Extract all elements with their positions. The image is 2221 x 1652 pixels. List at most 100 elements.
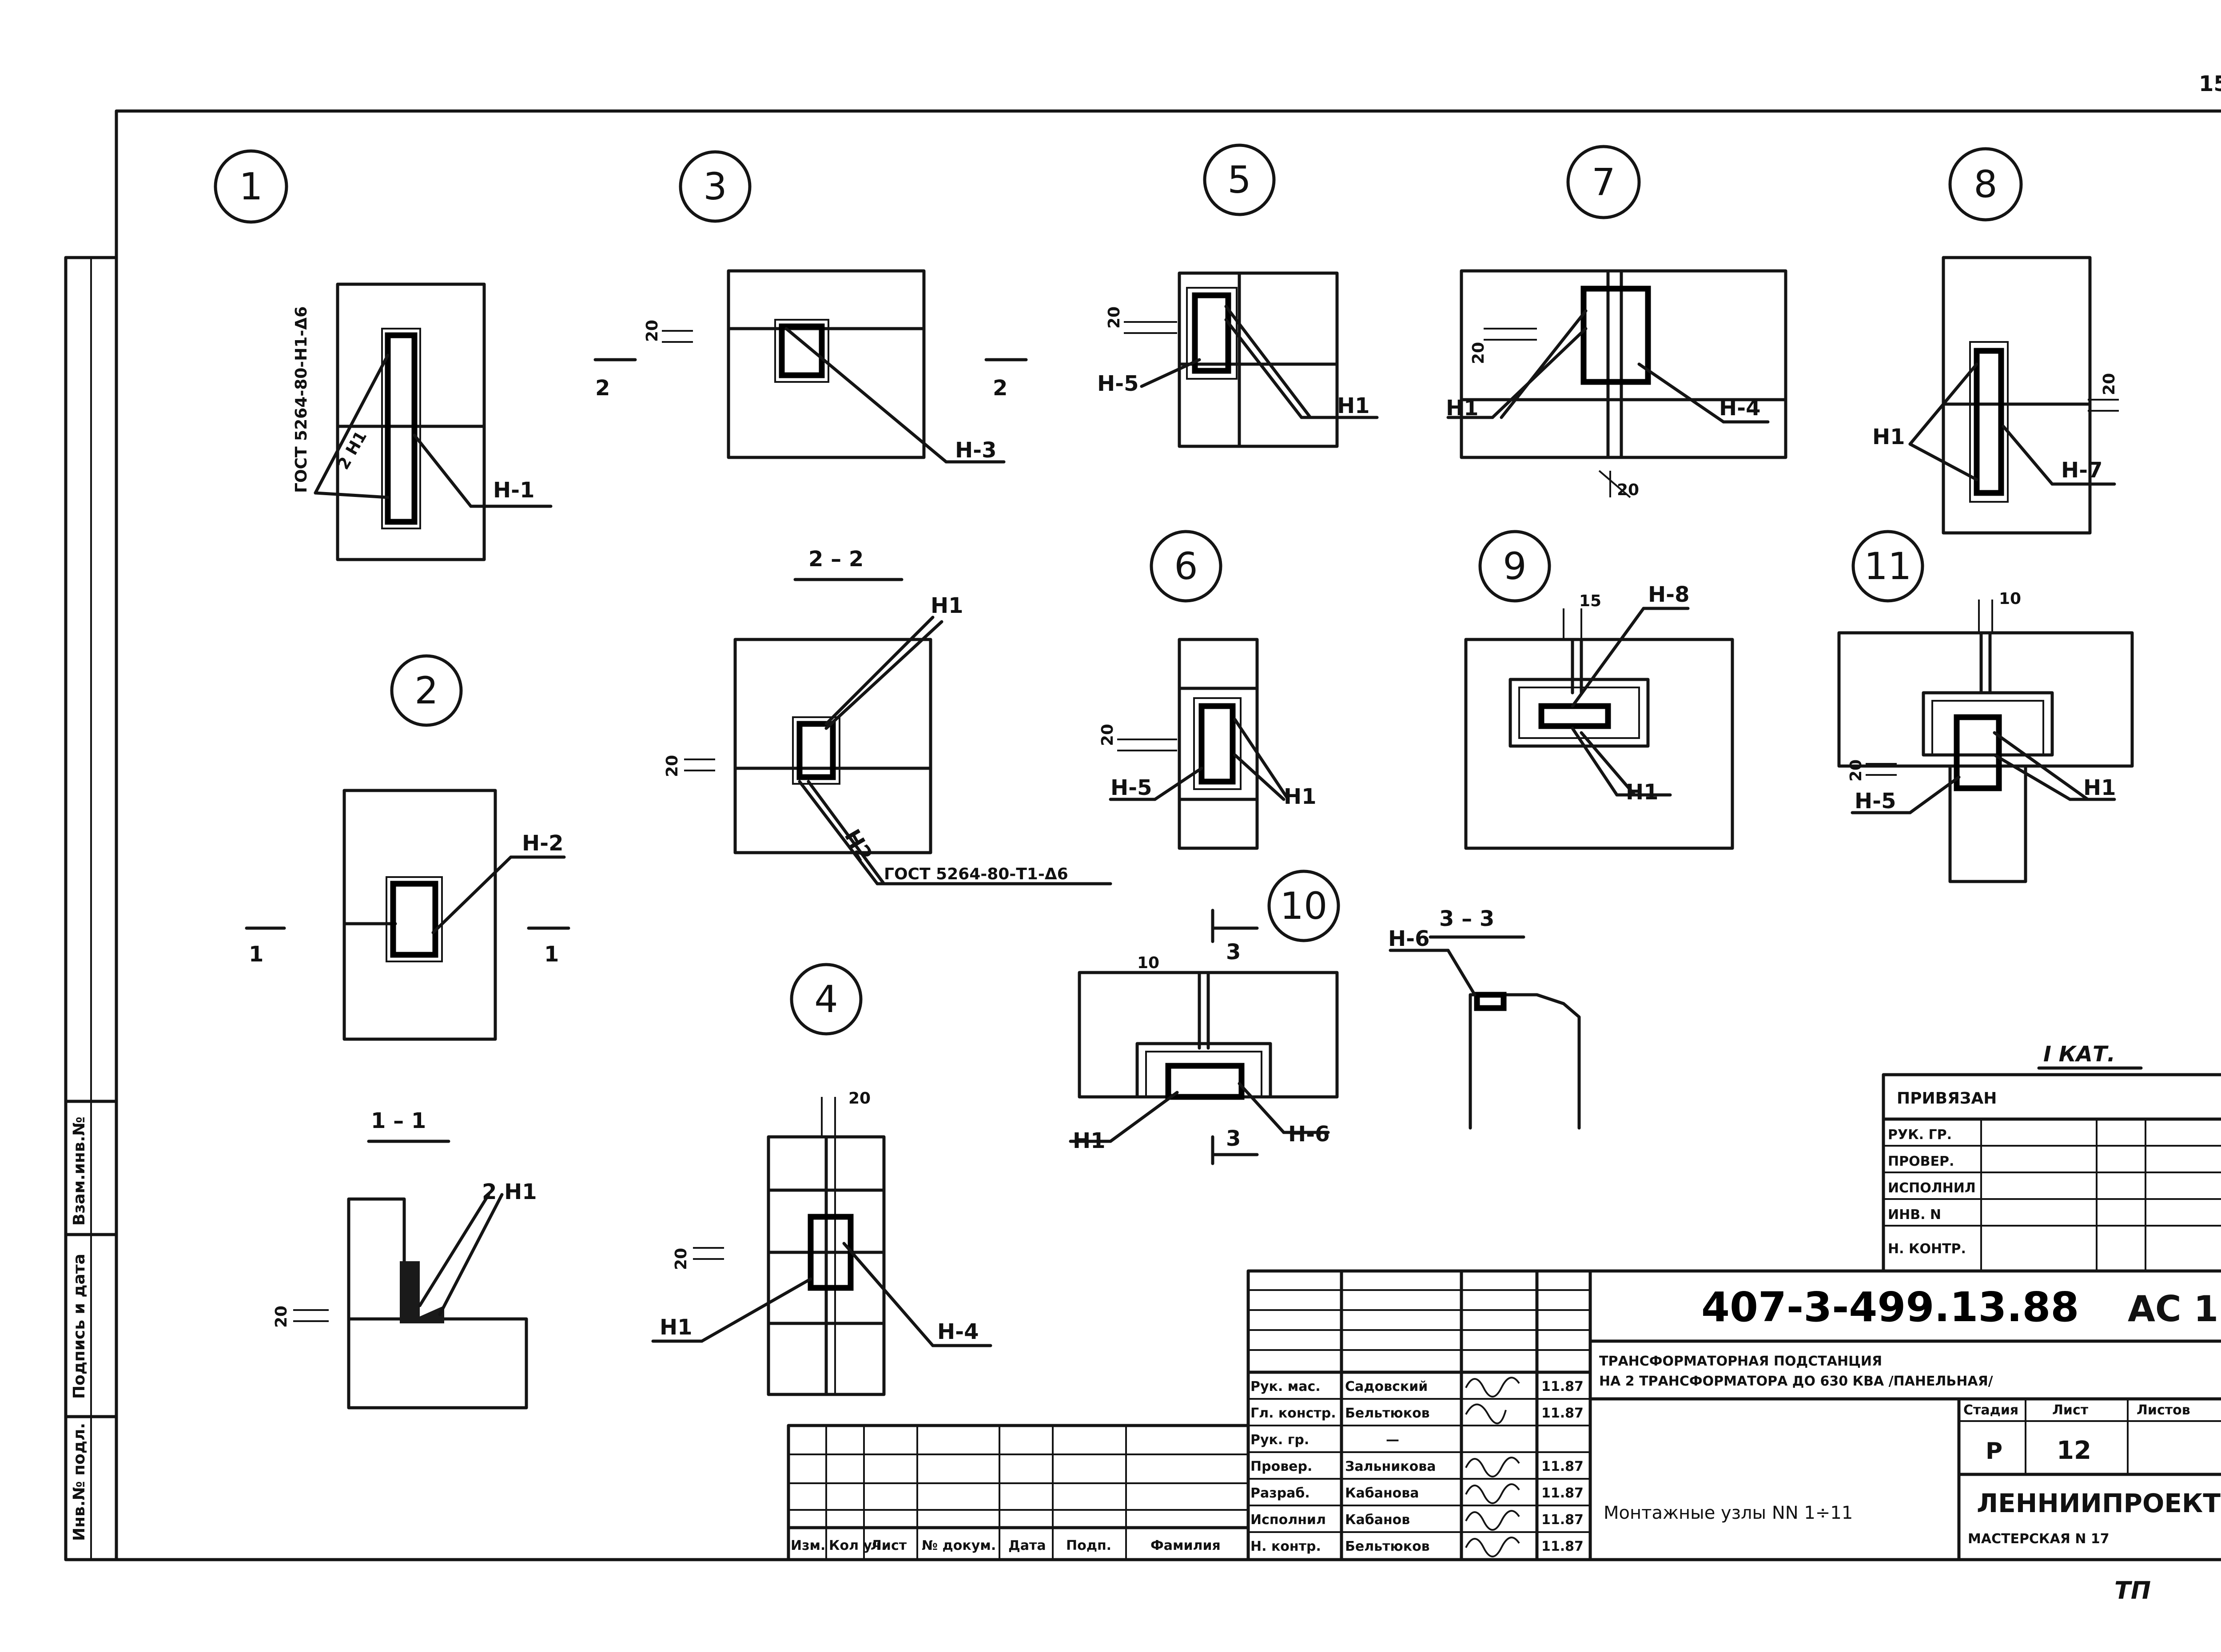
section-title: 3 – 3 [1439,906,1494,931]
staff-name: Зальникова [1345,1459,1436,1474]
sheet-header: Лист [2052,1402,2089,1418]
staff-date: 11.87 [1541,1539,1584,1554]
callout-n3: Н-3 [955,438,997,463]
cut-mark-top: 3 [1226,940,1241,965]
rev-header: Лист [871,1538,907,1553]
callout-n1: Н-1 [493,478,535,503]
dim-20: 20 [2100,373,2118,395]
staff-date: 11.87 [1541,1379,1584,1394]
node-1: 1 Н-1 ГОСТ 5264-80-Н1-Δ6 2 Н1 [214,149,553,561]
signature-mark [1465,1483,1520,1504]
dim-15: 15 [1579,592,1601,610]
callout-n4: Н-4 [937,1319,979,1344]
section-3-3: 3 – 3 Н-6 [1388,906,1581,1130]
staff-date: 11.87 [1541,1459,1584,1474]
node-number: 5 [1227,158,1251,202]
side-stamp: Инв.№ подл. Подпись и дата Взам.инв.№ [64,256,118,1561]
dim-20: 20 [663,755,681,777]
node-11: 11 Н1 Н-5 10 20 [1837,530,2134,883]
stage-value: Р [1986,1438,2002,1465]
rev-header: № докум. [922,1538,996,1553]
rev-header: Дата [1008,1538,1046,1553]
node-7: 7 Н1 Н-4 20 20 [1446,145,1787,499]
privyazan-row: ПРОВЕР. [1888,1154,1954,1169]
staff-role: Рук. мас. [1250,1379,1321,1394]
footer-mark: ТП [2114,1577,2151,1604]
organization: ЛЕННИИПРОЕКТ [1977,1488,2221,1518]
callout-n1: Н1 [1284,784,1317,809]
callout-n1: Н1 [931,593,963,618]
rev-header: Изм. [791,1538,825,1553]
callout-gost: ГОСТ 5264-80-Т1-Δ6 [884,865,1068,883]
staff-name: Бельтюков [1345,1406,1430,1421]
signature-mark [1465,1403,1507,1424]
dim-20: 20 [1847,759,1865,782]
cut-mark-right: 2 [993,376,1007,401]
dim-20: 20 [1105,306,1123,329]
category-label: I КАТ. [2043,1042,2115,1067]
dim-20: 20 [272,1306,291,1328]
callout-n1: Н1 [1872,425,1905,449]
project-line-1: ТРАНСФОРМАТОРНАЯ ПОДСТАНЦИЯ [1599,1354,1882,1369]
side-stamp-inv: Инв.№ подл. [70,1423,88,1541]
callout-n1: Н1 [2083,775,2116,800]
privyazan-row: ИСПОЛНИЛ [1888,1180,1976,1196]
callout-n6: Н-6 [1388,926,1430,951]
sheet-type: АС 1 [2128,1288,2218,1330]
staff-date: 11.87 [1541,1406,1584,1421]
section-1-1: 1 – 1 2 Н1 20 [272,1108,537,1410]
node-9: 9 Н-8 Н1 15 [1464,530,1734,850]
staff-role: Провер. [1250,1459,1312,1474]
callout-n1: Н1 [1446,396,1479,421]
dim-20-top: 20 [848,1089,871,1108]
node-6: 6 Н1 Н-5 20 [1099,530,1317,850]
node-10: 10 Н1 Н-6 10 3 3 [1069,870,1340,1165]
staff-name: Садовский [1345,1379,1428,1394]
callout-n8: Н-8 [1648,582,1690,607]
staff-name: Кабанова [1345,1485,1419,1501]
dim-10: 10 [1999,590,2021,608]
dim-20: 20 [643,320,661,342]
node-number: 11 [1864,544,1912,588]
staff-date: 11.87 [1541,1512,1584,1528]
signature-mark [1465,1537,1520,1557]
node-5: 5 Н1 Н-5 20 [1097,143,1379,448]
side-stamp-sign: Подпись и дата [70,1254,88,1399]
section-title: 2 – 2 [808,547,864,572]
staff-role: Разраб. [1250,1485,1310,1501]
staff-date: 11.87 [1541,1485,1584,1501]
dim-10: 10 [1137,954,1159,972]
callout-n5: Н-5 [1855,789,1896,814]
drawing-code: 407-3-499.13.88 [1701,1283,2079,1331]
page-number: 15 [2199,71,2221,96]
callout-n5: Н-5 [1110,775,1152,800]
staff-role: Рук. гр. [1250,1432,1309,1448]
privyazan-table: ПРИВЯЗАН РУК. ГР. ПРОВЕР. ИСПОЛНИЛ ИНВ. … [1882,1073,2221,1273]
callout-n1: Н1 [1337,393,1370,418]
signature-mark [1465,1457,1520,1477]
section-2-2: 2 – 2 Н1 Н2 ГОСТ 5264-80-Т1-Δ6 20 [663,547,1112,886]
cut-mark-bottom: 3 [1226,1126,1241,1151]
privyazan-row: ИНВ. N [1888,1207,1941,1223]
cut-mark-left: 1 [249,942,263,967]
rev-header: Фамилия [1150,1538,1221,1553]
rev-header: Кол уч. [829,1538,886,1553]
signature-mark [1465,1510,1520,1531]
dim-20: 20 [1099,724,1117,746]
section-title: 1 – 1 [371,1108,426,1133]
sheet-value: 12 [2057,1436,2091,1465]
dim-20-left: 20 [672,1248,690,1270]
privyazan-row: Н. КОНТР. [1888,1241,1966,1257]
workshop: МАСТЕРСКАЯ N 17 [1968,1531,2110,1547]
staff-role: Гл. констр. [1250,1406,1336,1421]
sheets-header: Листов [2137,1402,2190,1418]
staff-role: Н. контр. [1250,1539,1321,1554]
cut-mark-left: 2 [595,376,610,401]
node-number: 7 [1592,160,1615,204]
rev-header: Подп. [1066,1538,1111,1553]
node-number: 8 [1974,163,1997,206]
privyazan-title: ПРИВЯЗАН [1897,1089,1997,1108]
callout-n2: Н-2 [522,831,564,856]
staff-name: — [1386,1432,1399,1448]
